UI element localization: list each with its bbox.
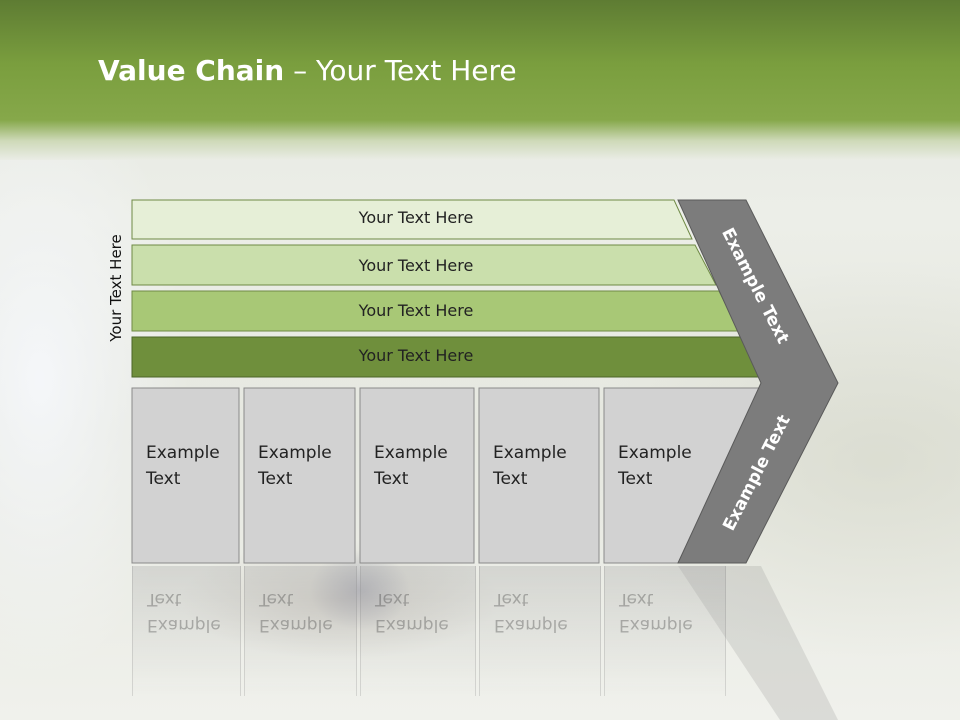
bar-label-4: Your Text Here [358, 346, 474, 365]
box-shape-1 [131, 387, 240, 564]
box-reflection-label: Example Text [619, 589, 693, 635]
activity-box-label: Example Text [618, 443, 692, 489]
box-shape-3 [359, 387, 475, 564]
box-reflection-3: Example Text [360, 566, 476, 696]
activity-box-label: Example Text [493, 443, 567, 489]
box-reflection-2: Example Text [244, 566, 357, 696]
activity-box-5: Example Text [604, 388, 724, 563]
bar-label-2: Your Text Here [358, 256, 474, 275]
bar-label-1: Your Text Here [358, 208, 474, 227]
activity-box-2: Example Text [244, 388, 355, 563]
chevron-shape [677, 199, 839, 564]
side-label: Your Text Here [107, 234, 125, 342]
box-shape-2 [243, 387, 356, 564]
slide-title: Value Chain – Your Text Here [98, 54, 517, 87]
box-reflection-label: Example Text [375, 589, 449, 635]
title-rest: – Your Text Here [284, 54, 517, 87]
box-reflection-4: Example Text [479, 566, 601, 696]
box-reflection-5: Example Text [604, 566, 726, 696]
box-shape-4 [478, 387, 600, 564]
bar-label-3: Your Text Here [358, 301, 474, 320]
activity-box-label: Example Text [258, 443, 332, 489]
activity-box-label: Example Text [146, 443, 220, 489]
activity-box-label: Example Text [374, 443, 448, 489]
activity-box-4: Example Text [479, 388, 599, 563]
box-reflection-1: Example Text [132, 566, 241, 696]
header-band [0, 0, 960, 160]
box-reflection-label: Example Text [494, 589, 568, 635]
box-reflection-label: Example Text [259, 589, 333, 635]
title-bold: Value Chain [98, 54, 285, 87]
activity-box-3: Example Text [360, 388, 474, 563]
bar-shape-2 [131, 244, 717, 286]
activity-box-1: Example Text [132, 388, 239, 563]
bar-shape-1 [131, 199, 693, 240]
chevron-reflection [678, 566, 838, 720]
box-reflection-label: Example Text [147, 589, 221, 635]
